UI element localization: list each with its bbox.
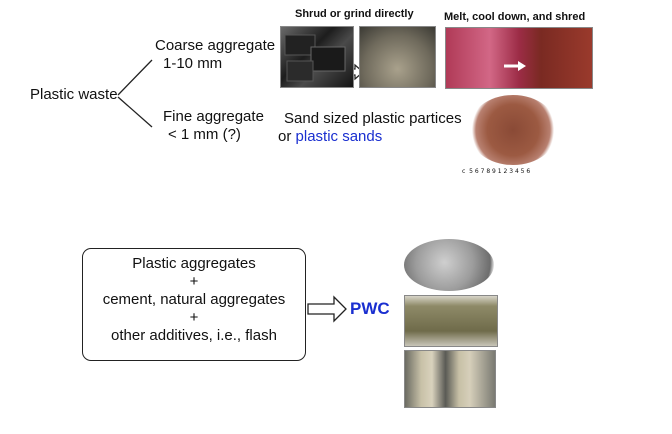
fine-aggregate-label: Fine aggregate: [163, 108, 264, 125]
mix-line2: cement, natural aggregates: [102, 291, 286, 308]
ruler-scale: c 5 6 7 8 9 1 2 3 4 5 6: [462, 168, 531, 175]
fine-desc-line1: Sand sized plastic partices: [284, 110, 462, 127]
pwc-disk-photo: [404, 239, 494, 291]
fine-size-label: < 1 mm (?): [168, 126, 241, 143]
plastic-sands-label: plastic sands: [295, 128, 383, 145]
method2-header: Melt, cool down, and shred: [444, 11, 586, 23]
plastic-waste-label: Plastic waste: [30, 86, 118, 103]
mix-plus1: +: [189, 273, 199, 290]
pwc-label: PWC: [350, 299, 390, 318]
coarse-size-label: 1-10 mm: [163, 55, 223, 72]
mix-line3: other additives, i.e., flash: [111, 327, 277, 344]
mix-line1: Plastic aggregates: [132, 255, 256, 272]
pwc-cylinders-photo: [404, 350, 496, 408]
method1-header: Shrud or grind directly: [295, 8, 414, 20]
mix-box: Plastic aggregates + cement, natural agg…: [82, 248, 306, 361]
mix-plus2: +: [189, 309, 199, 326]
process-arrow-icon: [307, 295, 347, 323]
melted-shred-photo: [445, 27, 593, 89]
coarse-aggregate-label: Coarse aggregate: [155, 37, 276, 54]
plastic-sand-photo: [468, 95, 558, 165]
fine-desc-line2: or plastic sands: [278, 128, 383, 145]
branch-line-coarse: [117, 59, 153, 96]
ground-plastic-photo: [359, 26, 436, 88]
plastic-crates-photo: [280, 26, 354, 88]
pwc-slab-photo: [404, 295, 498, 347]
branch-line-fine: [117, 96, 153, 128]
